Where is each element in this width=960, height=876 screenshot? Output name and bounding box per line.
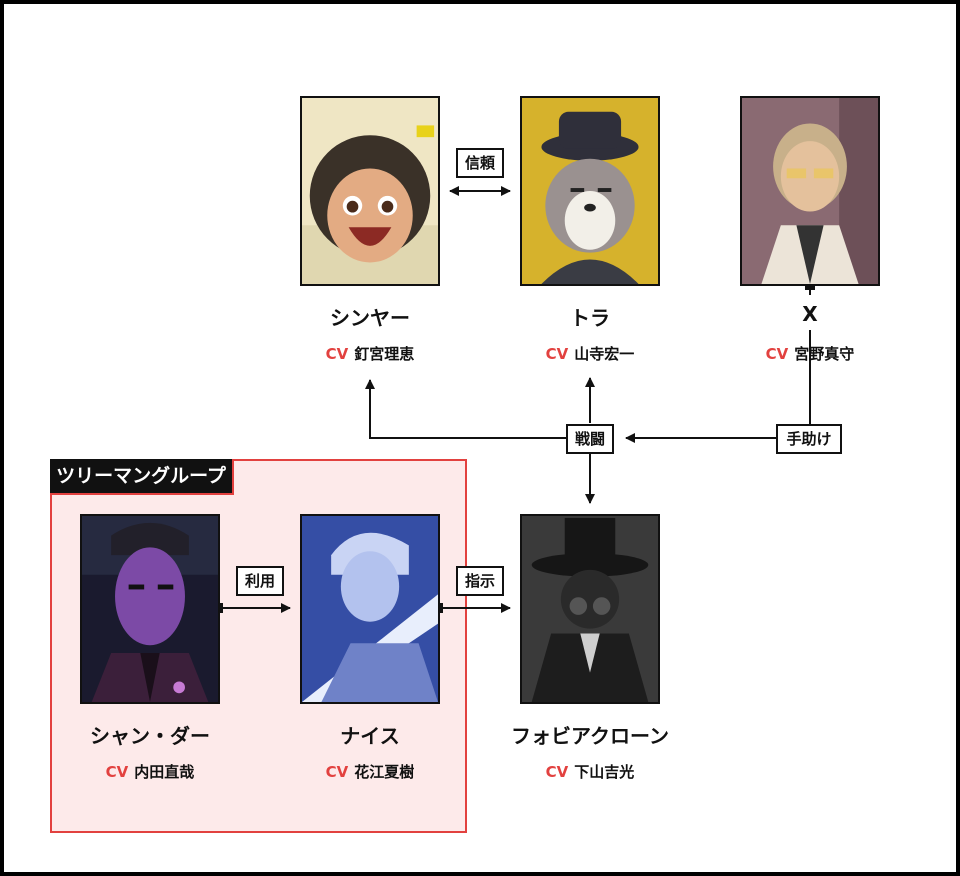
phobia-clone-name: フォビアクローン	[511, 724, 669, 748]
phobia-clone-cv: CV 下山吉光	[490, 761, 690, 782]
cv-tag: CV	[545, 345, 569, 363]
cv-tag: CV	[105, 763, 129, 781]
shinya-name: シンヤー	[330, 306, 410, 330]
nice-voice-actor: 花江夏樹	[354, 763, 415, 781]
x-voice-actor: 宮野真守	[794, 345, 855, 363]
shinya-cv: CV 釘宮理恵	[270, 343, 470, 364]
group-title: ツリーマングループ	[50, 459, 234, 495]
phobia-clone-voice-actor: 下山吉光	[574, 763, 635, 781]
x-name: X	[802, 302, 818, 326]
shinya-voice-actor: 釘宮理恵	[354, 345, 415, 363]
shan-dar-name: シャン・ダー	[90, 724, 210, 748]
nice-name: ナイス	[340, 724, 400, 748]
cv-tag: CV	[325, 763, 349, 781]
help-label: 手助け	[776, 424, 842, 454]
cv-tag: CV	[545, 763, 569, 781]
x-cv: CV 宮野真守	[710, 343, 910, 364]
cv-tag: CV	[325, 345, 349, 363]
tora-portrait	[520, 96, 660, 286]
use-label: 利用	[236, 566, 284, 596]
trust-label: 信頼	[456, 148, 504, 178]
nice-portrait	[300, 514, 440, 704]
shan-dar-voice-actor: 内田直哉	[134, 763, 195, 781]
phobia-clone-portrait	[520, 514, 660, 704]
instruct-label: 指示	[456, 566, 504, 596]
nice-cv: CV 花江夏樹	[270, 761, 470, 782]
battle-label: 戦闘	[566, 424, 614, 454]
tora-voice-actor: 山寺宏一	[574, 345, 635, 363]
tora-name: トラ	[570, 306, 610, 330]
tora-cv: CV 山寺宏一	[490, 343, 690, 364]
cv-tag: CV	[765, 345, 789, 363]
shan-dar-portrait	[80, 514, 220, 704]
x-portrait	[740, 96, 880, 286]
shinya-portrait	[300, 96, 440, 286]
shan-dar-cv: CV 内田直哉	[50, 761, 250, 782]
